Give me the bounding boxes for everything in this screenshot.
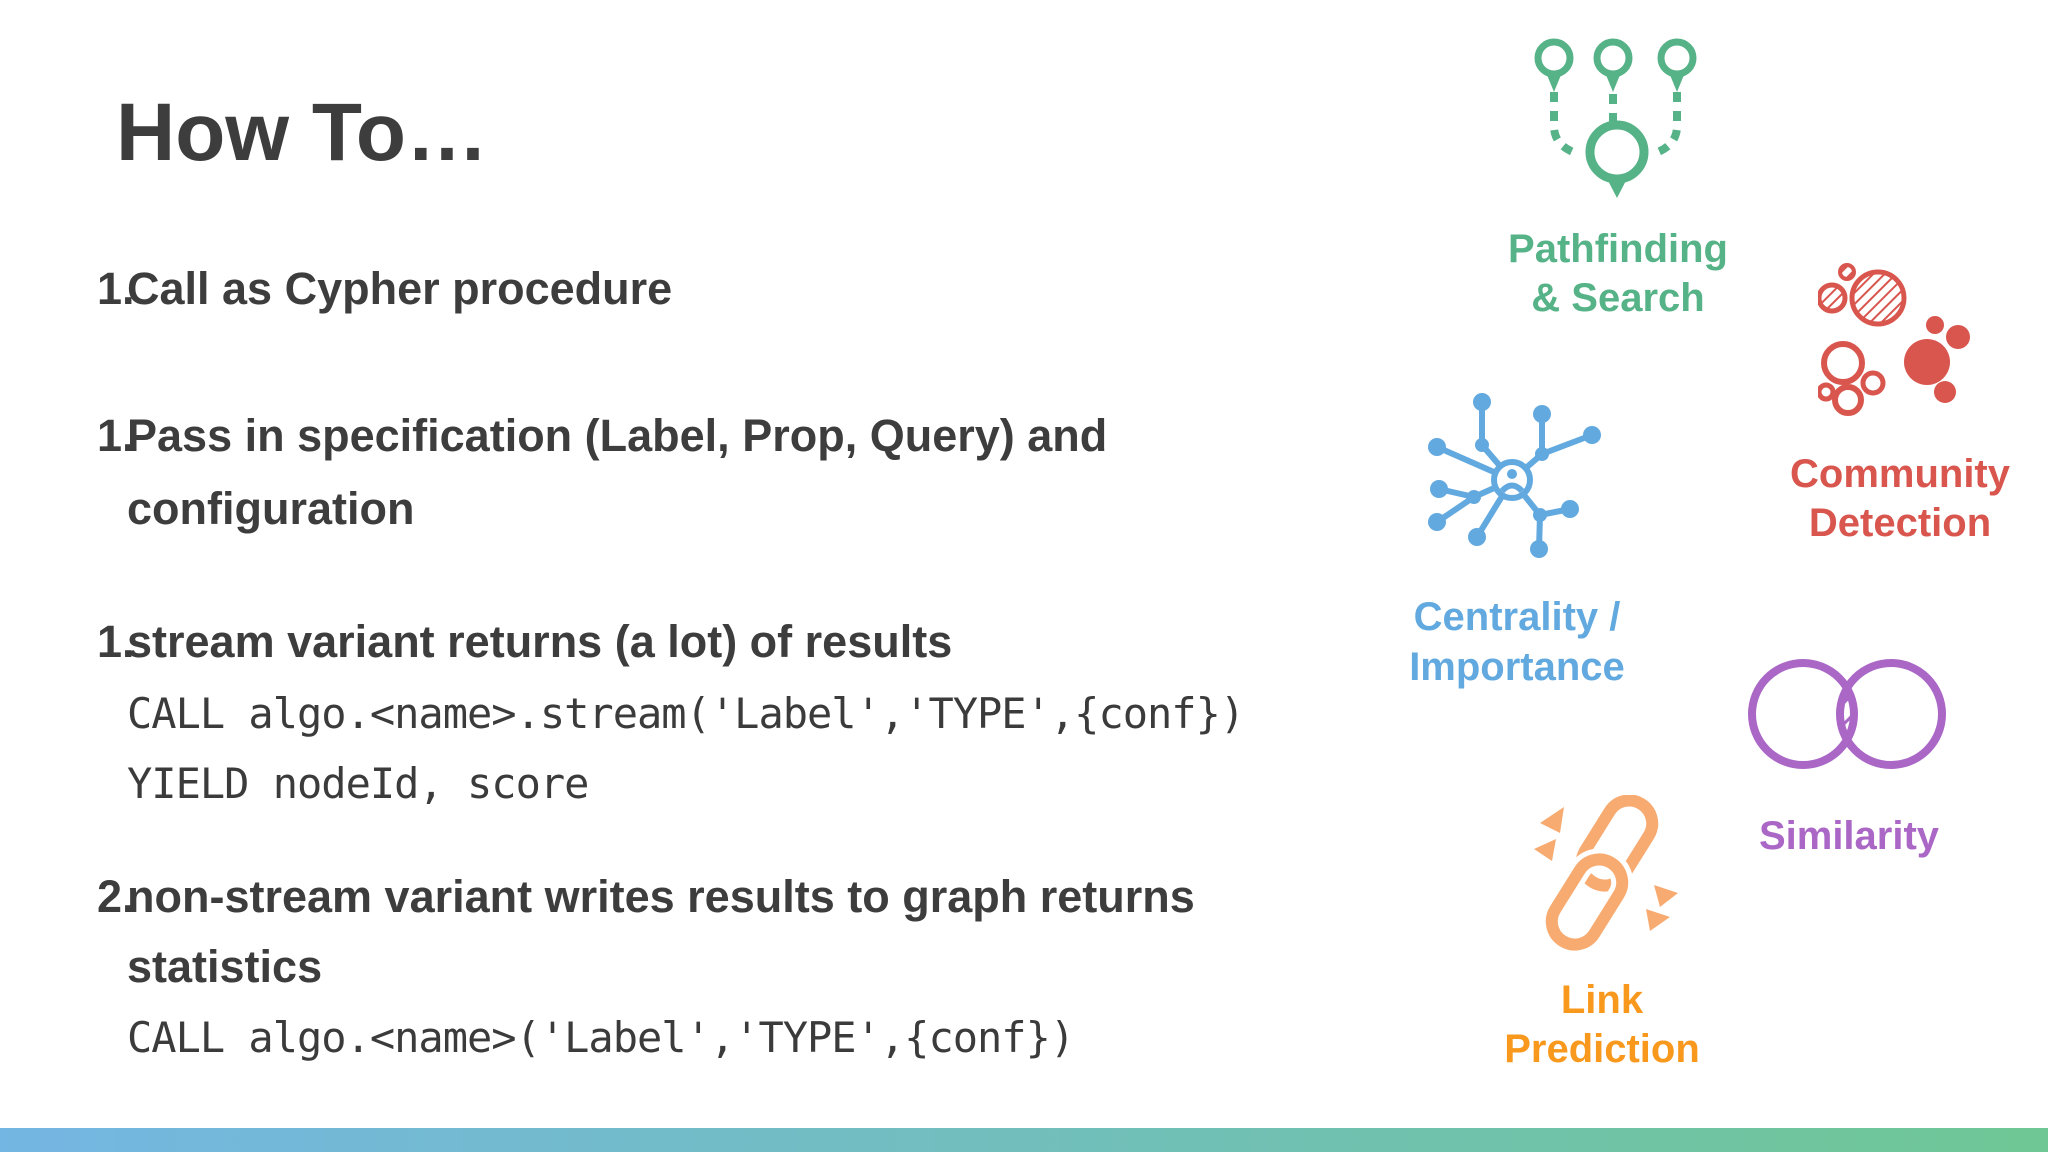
- list-item-text: stream variant returns (a lot) of result…: [127, 616, 953, 667]
- list-item-text: Pass in specification (Label, Prop, Quer…: [127, 410, 1108, 534]
- list-item-text: non-stream variant writes results to gra…: [127, 871, 1195, 992]
- similarity-icon: [1748, 659, 1946, 769]
- community-detection-icon: [1818, 263, 1970, 416]
- centrality-importance-icon: [1428, 393, 1601, 558]
- list-item-number: 1.: [97, 410, 135, 461]
- page-title: How To…: [116, 87, 488, 178]
- code-block-stream: CALL algo.<name>.stream('Label','TYPE',{…: [127, 679, 1245, 819]
- code-line: YIELD nodeId, score: [127, 759, 589, 808]
- pathfinding-icon: [1534, 38, 1697, 198]
- code-block-write: CALL algo.<name>('Label','TYPE',{conf}): [127, 1003, 1075, 1073]
- list-item-number: 2.: [97, 871, 135, 922]
- community-detection-label: Community Detection: [1790, 452, 2010, 545]
- list-item-text: Call as Cypher procedure: [127, 263, 673, 314]
- code-line: CALL algo.<name>.stream('Label','TYPE',{…: [127, 689, 1245, 738]
- similarity-label: Similarity: [1758, 814, 1940, 858]
- list-item-number: 1.: [97, 616, 135, 667]
- list-item-2: 1. Pass in specification (Label, Prop, Q…: [97, 399, 1107, 545]
- link-prediction-icon: [1534, 795, 1678, 955]
- list-item-4: 2. non-stream variant writes results to …: [97, 862, 1195, 1002]
- list-item-3: 1. stream variant returns (a lot) of res…: [97, 605, 952, 678]
- centrality-importance-label: Centrality / Importance: [1409, 595, 1625, 689]
- pathfinding-search-label: Pathfinding & Search: [1508, 227, 1728, 320]
- list-item-1: 1. Call as Cypher procedure: [97, 252, 672, 325]
- link-prediction-label: Link Prediction: [1504, 978, 1700, 1071]
- bottom-gradient-bar: [0, 1128, 2048, 1152]
- code-line: CALL algo.<name>('Label','TYPE',{conf}): [127, 1013, 1075, 1062]
- list-item-number: 1.: [97, 263, 135, 314]
